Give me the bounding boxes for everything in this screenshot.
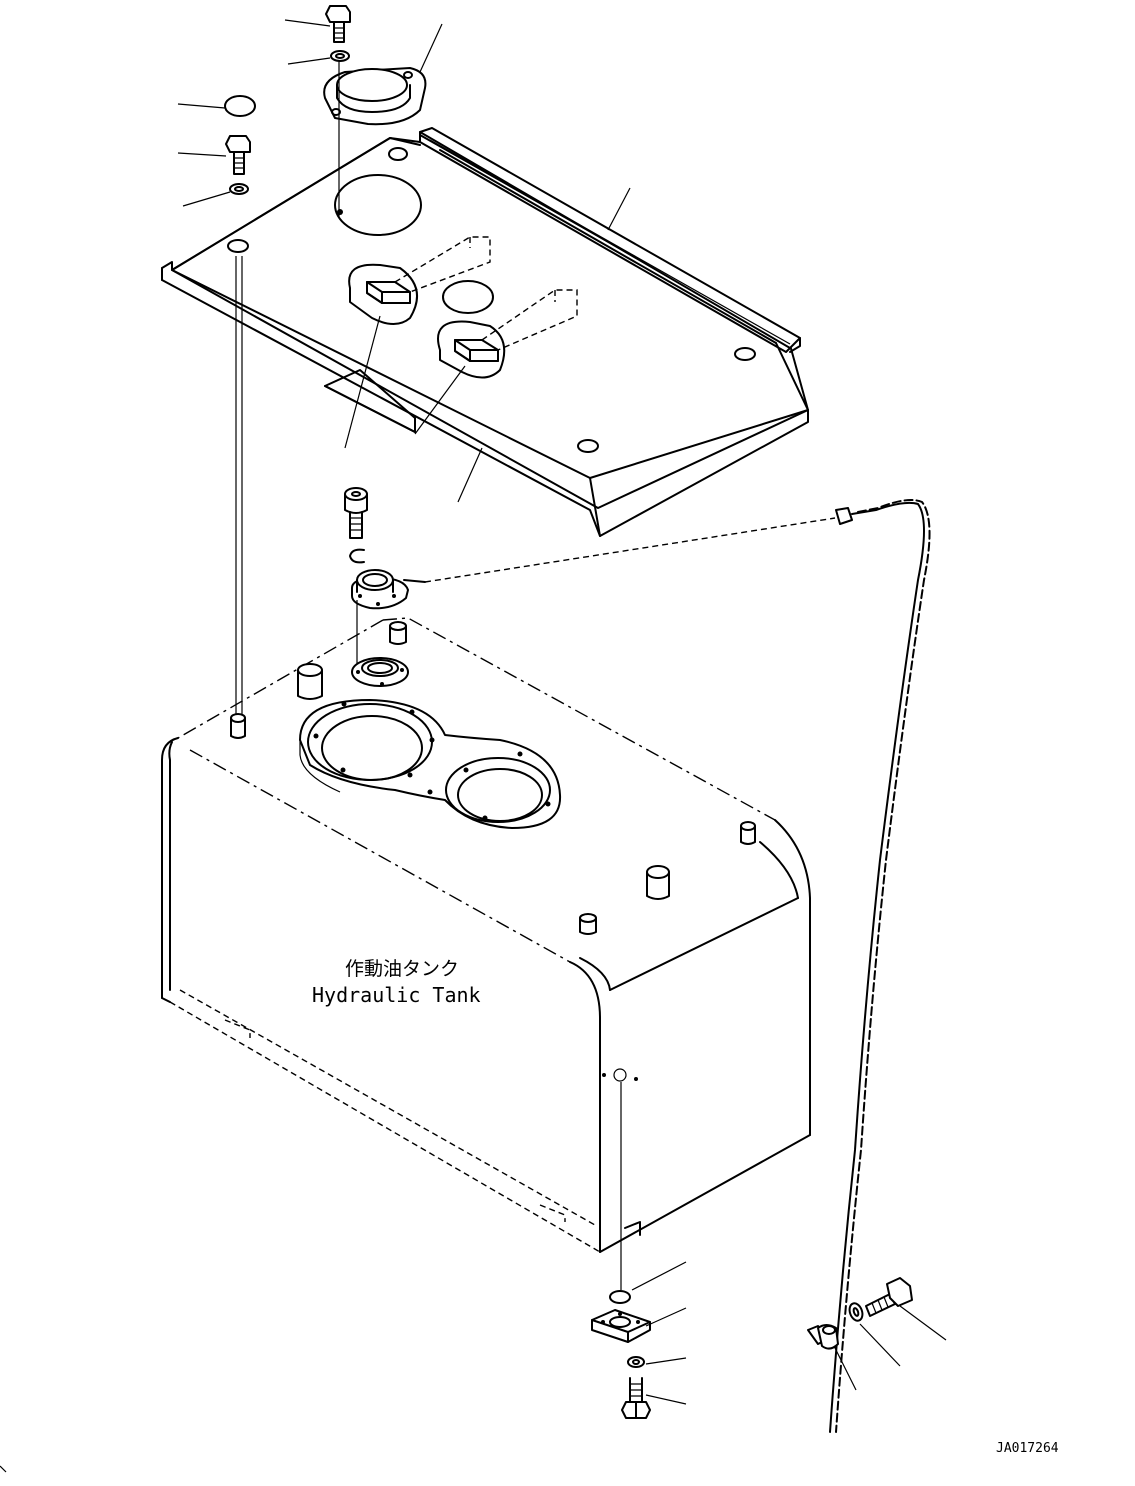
clamp-washer <box>848 1302 864 1322</box>
tank-boss <box>297 663 323 700</box>
tank-top-flange <box>299 699 562 829</box>
drawing-code: JA017264 <box>996 1441 1059 1456</box>
sensor-cable <box>424 499 931 1433</box>
cover-plate <box>161 134 809 537</box>
breather-cap <box>323 67 427 126</box>
clamp-bolt <box>865 1277 913 1317</box>
tank-boss <box>389 621 407 645</box>
left-washer <box>229 183 249 195</box>
drain-bolt <box>621 1377 651 1419</box>
level-sensor <box>351 569 426 610</box>
socket-bolt <box>344 487 368 539</box>
leader-lines <box>177 19 947 1405</box>
rail-strip <box>419 127 801 353</box>
snap-ring <box>349 548 365 564</box>
top-washer <box>330 50 350 62</box>
tank-boss <box>230 713 246 739</box>
cushion-pads <box>348 236 578 379</box>
tank-name-en: Hydraulic Tank <box>312 983 481 1007</box>
sensor-seat <box>351 657 409 687</box>
top-bolt <box>325 5 351 43</box>
left-bolt <box>225 135 251 175</box>
rubber-plug <box>224 95 256 117</box>
tank-boss <box>740 821 756 845</box>
cable-clamp <box>807 1324 839 1350</box>
drain-washer <box>627 1356 645 1368</box>
drain-flange <box>591 1309 651 1343</box>
tank-boss <box>579 913 597 935</box>
drain-oring <box>609 1290 631 1304</box>
tank-name-jp: 作動油タンク <box>345 958 459 980</box>
hydraulic-tank: 作動油タンク Hydraulic Tank <box>161 617 811 1253</box>
tank-boss <box>646 865 670 900</box>
